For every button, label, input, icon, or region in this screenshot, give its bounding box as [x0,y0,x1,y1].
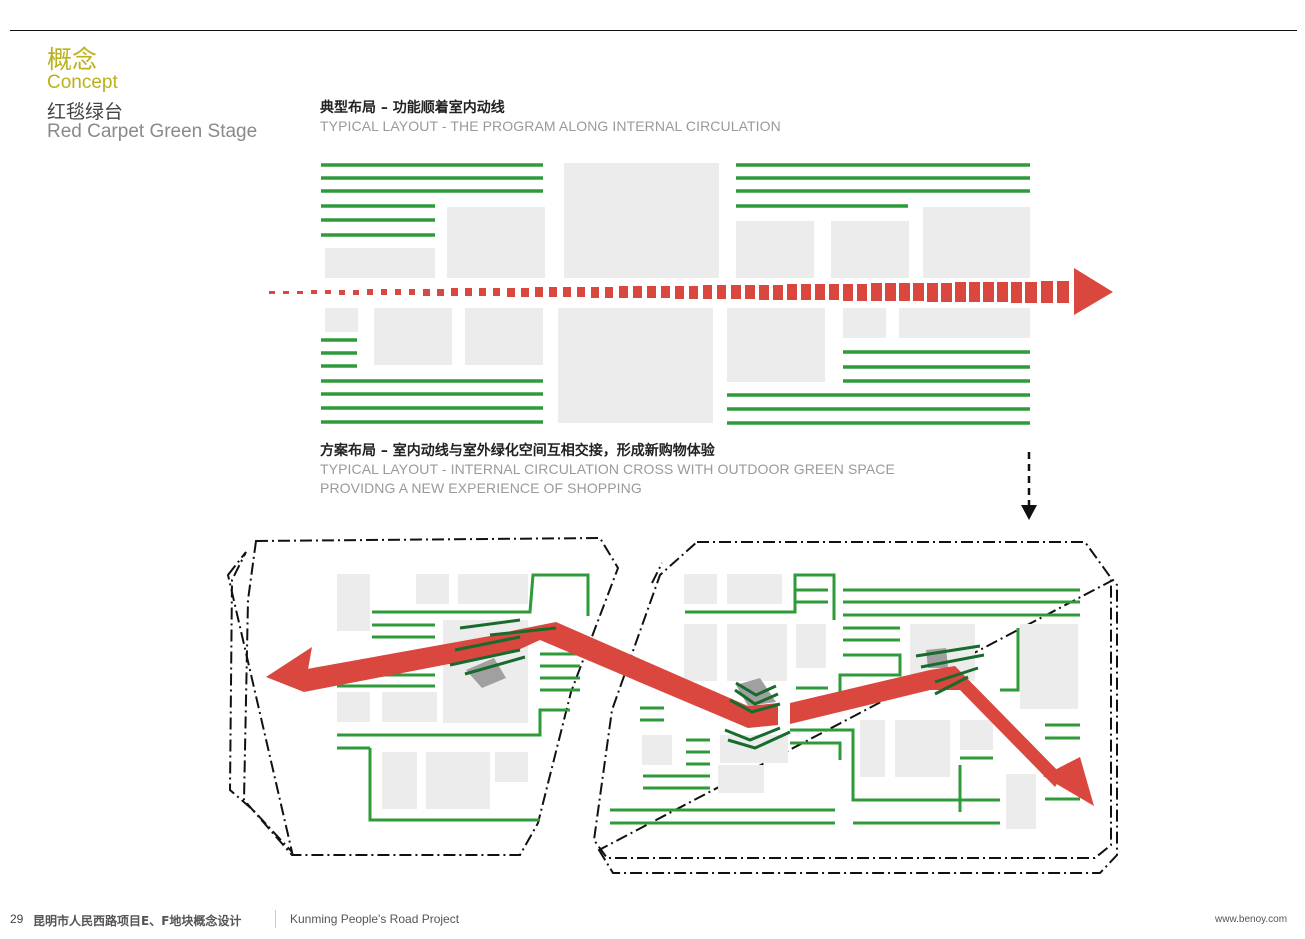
site-boundaries [226,536,1118,874]
typical-blocks [325,163,1030,423]
project-name-cn: 昆明市人民西路项目E、F地块概念设计 [33,914,242,928]
typical-green-lines [321,163,1030,425]
stage-overlay-lines [449,618,985,750]
project-name-en: Kunming People's Road Project [290,912,460,926]
proposed-layout-plan [226,536,1118,874]
page-title-cn: 概念 [47,45,98,74]
typical-layout-plan [269,163,1113,425]
down-arrow-connector [1021,452,1037,520]
left-site-blocks [337,574,528,809]
proposed-layout-heading-en-1: TYPICAL LAYOUT - INTERNAL CIRCULATION CR… [320,461,895,477]
proposed-layout-heading-en-2: PROVIDNG A NEW EXPERIENCE OF SHOPPING [320,480,642,496]
left-green-space [337,573,590,822]
footer-divider [275,910,276,928]
typical-layout-heading-en: TYPICAL LAYOUT - THE PROGRAM ALONG INTER… [320,118,781,134]
right-site-blocks [642,574,1078,829]
typical-layout-heading-cn: 典型布局 – 功能顺着室内动线 [320,100,505,116]
proposed-layout-heading-cn: 方案布局 – 室内动线与室外绿化空间互相交接，形成新购物体验 [320,443,715,459]
red-carpet-path [266,622,1094,806]
internal-circulation-arrow [269,268,1113,315]
page-number: 29 [10,912,24,926]
page-subtitle-cn: 红毯绿台 [47,101,124,123]
top-rule [10,30,1297,31]
page-title-en: Concept [47,72,118,93]
website-link[interactable]: www.benoy.com [1215,914,1288,925]
page-subtitle-en: Red Carpet Green Stage [47,121,258,142]
right-green-space [610,573,1080,825]
